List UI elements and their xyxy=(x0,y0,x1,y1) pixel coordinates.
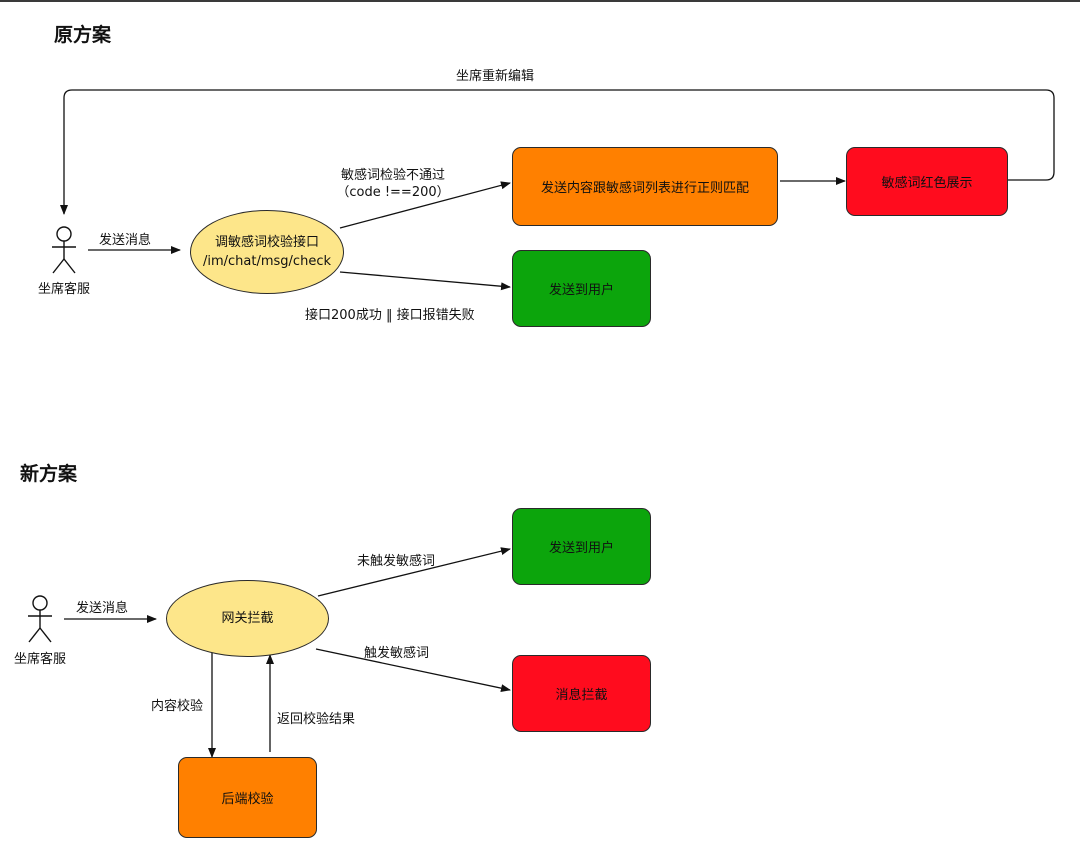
new-agent-actor-label: 坐席客服 xyxy=(13,652,66,667)
agent-actor-icon xyxy=(52,226,76,274)
agent-actor-label: 坐席客服 xyxy=(37,282,90,297)
fail-arrow xyxy=(339,181,511,229)
success-label: 接口200成功 ‖ 接口报错失败 xyxy=(305,308,475,323)
triggered-arrow xyxy=(315,648,511,693)
check-api-line2: /im/chat/msg/check xyxy=(203,254,331,269)
new-plan-title: 新方案 xyxy=(20,463,78,485)
check-api-node: 调敏感词校验接口 /im/chat/msg/check xyxy=(190,210,344,294)
triggered-label: 触发敏感词 xyxy=(364,646,430,661)
gateway-label: 网关拦截 xyxy=(221,611,274,626)
check-api-line1: 调敏感词校验接口 xyxy=(214,235,319,250)
gateway-node: 网关拦截 xyxy=(166,580,329,657)
new-send-msg-label: 发送消息 xyxy=(76,601,129,616)
success-arrow xyxy=(339,271,511,291)
intercept-node: 消息拦截 xyxy=(512,655,651,732)
send-to-user-node: 发送到用户 xyxy=(512,250,651,327)
new-send-to-user-node: 发送到用户 xyxy=(512,508,651,585)
fail-label-line1: 敏感词检验不通过 xyxy=(340,168,445,183)
fail-label-line2: （code !==200） xyxy=(336,185,450,200)
regex-match-node: 发送内容跟敏感词列表进行正则匹配 xyxy=(512,147,778,226)
not-triggered-label: 未触发敏感词 xyxy=(357,554,436,569)
return-result-label: 返回校验结果 xyxy=(277,712,356,727)
send-msg-label: 发送消息 xyxy=(99,233,152,248)
re-edit-label: 坐席重新编辑 xyxy=(455,69,534,84)
re-edit-loop-arrow xyxy=(60,89,1055,215)
content-check-label: 内容校验 xyxy=(151,699,204,714)
new-agent-actor-icon xyxy=(28,595,52,643)
top-rule xyxy=(0,0,1080,2)
backend-check-node: 后端校验 xyxy=(178,757,317,838)
original-plan-title: 原方案 xyxy=(54,24,112,46)
not-triggered-arrow xyxy=(317,547,511,597)
red-display-node: 敏感词红色展示 xyxy=(846,147,1008,216)
